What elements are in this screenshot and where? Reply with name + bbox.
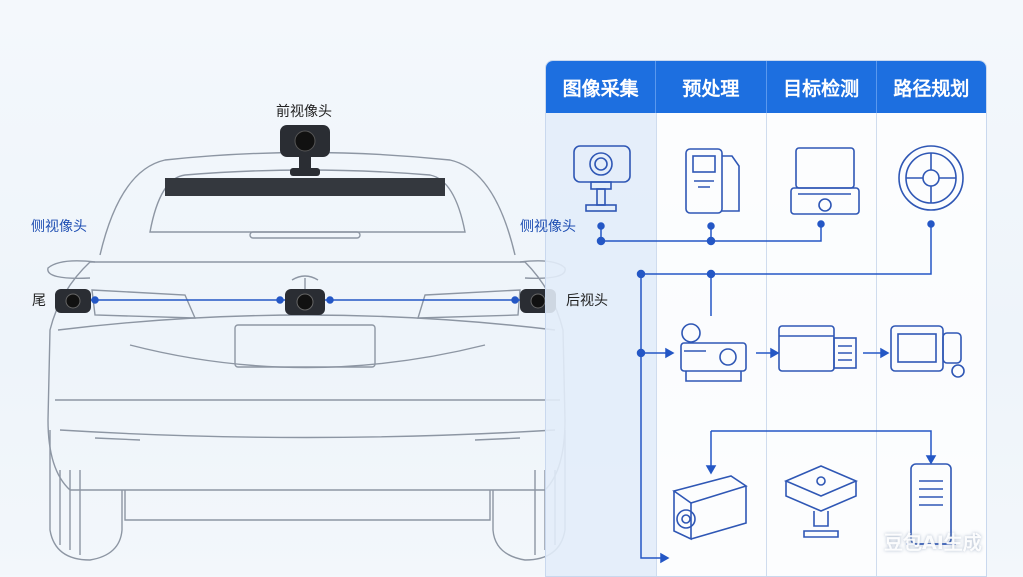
front-camera-icon — [280, 125, 330, 176]
monitor-camera-icon — [890, 325, 965, 378]
rear-camera-label: 后视头 — [566, 293, 608, 309]
front-camera-label: 前视像头 — [276, 104, 332, 120]
browser-window-icon — [778, 325, 857, 372]
side-camera-left-label: 侧视像头 — [31, 219, 87, 235]
pipeline-panel: 图像采集 预处理 目标检测 路径规划 — [545, 60, 987, 577]
car-rear-illustration — [47, 125, 566, 561]
steering-wheel-icon — [898, 145, 964, 211]
document-icon — [685, 148, 740, 214]
stage-preprocessing: 预处理 — [656, 61, 767, 113]
camera-icon — [573, 145, 631, 212]
projector-icon — [680, 323, 747, 382]
mount-icon — [783, 465, 859, 538]
laptop-icon — [790, 147, 860, 215]
connector-lines — [596, 220, 937, 564]
watermark: 豆包AI生成 — [884, 532, 982, 554]
pipeline-diagram — [573, 145, 965, 564]
side-camera-right-label: 侧视像头 — [520, 219, 576, 235]
pipeline-header: 图像采集 预处理 目标检测 路径规划 — [546, 61, 986, 113]
stage-path-planning: 路径规划 — [893, 77, 970, 100]
stage-image-capture: 图像采集 — [546, 61, 657, 113]
tail-label: 尾 — [32, 293, 46, 309]
stage-object-detection: 目标检测 — [767, 61, 877, 113]
box-camera-icon — [672, 475, 748, 541]
